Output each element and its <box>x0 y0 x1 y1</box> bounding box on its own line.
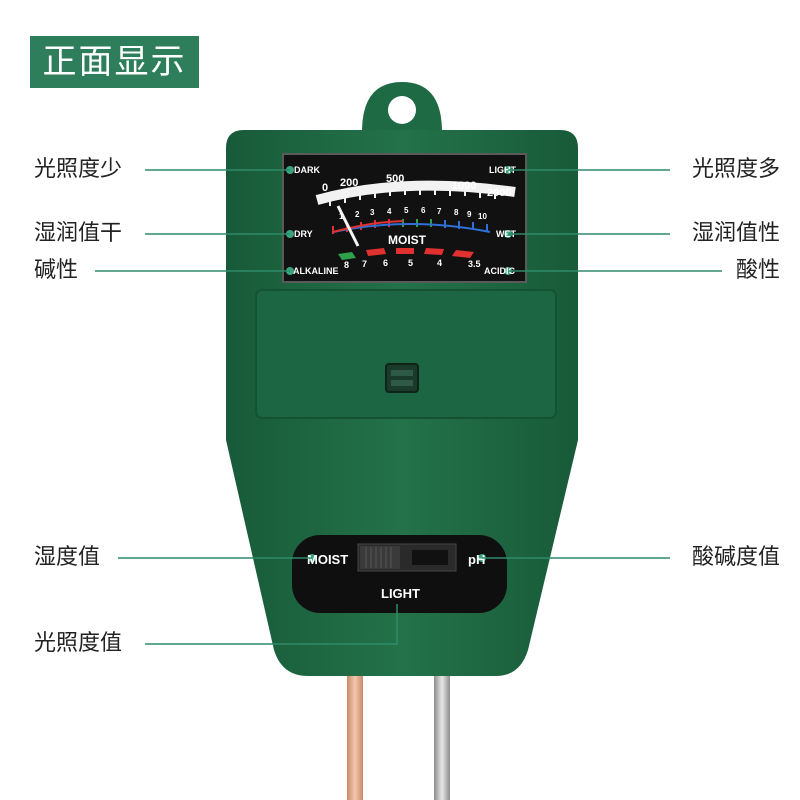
light-scale-label: 200 <box>340 177 358 189</box>
light-scale-label: 0 <box>322 182 328 194</box>
moist-scale-label: 2 <box>355 210 360 219</box>
dial-face <box>282 153 527 283</box>
ph-scale-label: 8 <box>344 260 349 270</box>
dial-label-moist: MOIST <box>388 233 427 247</box>
light-scale-label: 500 <box>386 173 404 185</box>
callout-humidity-value: 湿度值 <box>34 545 101 570</box>
moist-scale-label: 7 <box>437 207 442 216</box>
callout-alkaline: 碱性 <box>34 258 79 283</box>
ph-scale-label: 7 <box>362 259 367 269</box>
leader-lines <box>95 169 722 645</box>
moist-scale-label: 9 <box>467 210 472 219</box>
copper-probe <box>347 675 363 800</box>
callout-acid-alkali-value: 酸碱度值 <box>691 545 780 570</box>
dial-label-dry: DRY <box>294 229 313 239</box>
light-sensor <box>385 363 419 393</box>
callout-light-low: 光照度少 <box>34 157 123 182</box>
dial-label-alkaline: ALKALINE <box>293 266 339 276</box>
light-scale-ticks <box>329 185 496 206</box>
moist-scale-label: 1 <box>339 212 344 221</box>
moist-scale-label: 4 <box>387 207 392 216</box>
ph-scale-label: 4 <box>437 258 442 268</box>
ph-scale-label: 6 <box>383 258 388 268</box>
dial-label-light: LIGHT <box>489 165 516 175</box>
meter-needle <box>336 205 360 247</box>
switch-label-ph: pH <box>468 552 485 567</box>
callout-moist-wet: 湿润值性 <box>691 221 780 246</box>
moist-scale-label: 10 <box>478 212 487 221</box>
moist-scale-label: 6 <box>421 206 426 215</box>
callout-moist-dry: 湿润值干 <box>34 221 123 246</box>
light-scale-label: 1000 <box>452 180 476 192</box>
dial-label-wet: WET <box>496 229 516 239</box>
steel-probe <box>434 675 450 800</box>
ph-scale-label: 5 <box>408 258 413 268</box>
callout-acidic: 酸性 <box>735 258 780 283</box>
light-scale-label: 2000 <box>487 187 511 199</box>
callout-light-high: 光照度多 <box>691 157 780 182</box>
switch-label-light: LIGHT <box>381 586 420 601</box>
ph-scale-blocks <box>338 248 474 260</box>
callout-light-value: 光照度值 <box>34 631 123 656</box>
mode-switch-knob[interactable] <box>360 546 400 569</box>
ph-scale-label: 3.5 <box>468 259 481 269</box>
moist-scale-label: 3 <box>370 208 375 217</box>
light-scale-arc <box>315 180 516 205</box>
dial-label-acidic: ACIDIC <box>484 266 515 276</box>
moist-scale-label: 8 <box>454 208 459 217</box>
switch-label-moist: MOIST <box>307 552 348 567</box>
dial-label-dark: DARK <box>294 165 320 175</box>
title-badge: 正面显示 <box>30 36 199 88</box>
moist-scale-label: 5 <box>404 206 409 215</box>
